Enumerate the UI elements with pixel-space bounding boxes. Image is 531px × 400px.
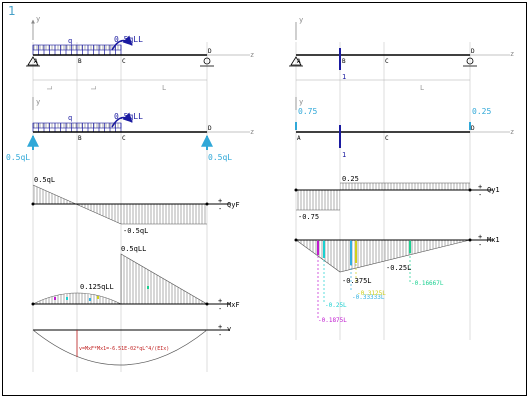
- svg-text:D: D: [471, 48, 475, 55]
- svg-text:z: z: [510, 50, 514, 58]
- dim-label-1: L: [46, 86, 54, 90]
- support-pin-a: [26, 56, 40, 67]
- svg-text:+: +: [218, 197, 222, 205]
- svg-text:0.5qLL: 0.5qLL: [114, 112, 143, 121]
- svg-text:C: C: [385, 135, 389, 142]
- svg-text:-: -: [218, 305, 222, 313]
- svg-text:Mx1: Mx1: [487, 236, 500, 244]
- left-moment-diagram: 0.125qLL 0.5qLL + - MxF: [31, 245, 240, 313]
- svg-text:-0.16667L: -0.16667L: [411, 280, 444, 287]
- point-b-label: B: [78, 58, 82, 65]
- reaction-left-value: 0.75: [298, 107, 317, 116]
- dim-label-2: L: [90, 86, 98, 90]
- mx1-min-label: -0.375L: [342, 277, 372, 285]
- shear-top-label: 0.5qL: [34, 176, 55, 184]
- deflection-formula: v=MxF*Mx1=-6.51E-02*qL^4/(EIx): [79, 346, 169, 352]
- svg-text:+: +: [218, 323, 222, 331]
- moment-right-value: 0.5qLL: [121, 245, 146, 253]
- point-c-label: C: [122, 58, 126, 65]
- svg-text:A: A: [297, 58, 301, 65]
- svg-text:L: L: [420, 84, 424, 92]
- svg-text:y: y: [299, 16, 303, 24]
- svg-text:q: q: [68, 114, 72, 122]
- svg-text:y: y: [299, 98, 303, 106]
- svg-text:A: A: [297, 135, 301, 142]
- left-column: y z q 0.5qLL A B C D L L L: [6, 15, 254, 372]
- svg-text:D: D: [208, 125, 212, 132]
- svg-text:-0.25L: -0.25L: [386, 264, 411, 272]
- svg-text:+: +: [218, 297, 222, 305]
- support-roller-d: [200, 57, 214, 67]
- svg-text:-0.3125L: -0.3125L: [357, 290, 386, 297]
- svg-text:-: -: [218, 331, 222, 339]
- svg-text:B: B: [342, 58, 346, 65]
- svg-text:Qy1: Qy1: [487, 186, 500, 194]
- qy1-bottom-label: -0.75: [298, 213, 319, 221]
- moment-name: MxF: [227, 301, 240, 309]
- reaction-a-label: 0.5qL: [6, 153, 30, 162]
- svg-text:D: D: [471, 125, 475, 132]
- svg-text:-: -: [478, 241, 482, 249]
- svg-text:-0.25L: -0.25L: [325, 302, 347, 309]
- unit-load-label: 1: [342, 73, 346, 81]
- svg-text:-0.1875L: -0.1875L: [318, 317, 347, 324]
- svg-text:+: +: [478, 233, 482, 241]
- moment-left-value: 0.125qLL: [80, 283, 114, 291]
- right-shear-diagram: 0.25 -0.75 + - Qy1: [294, 175, 500, 221]
- shear-bottom-label: -0.5qL: [123, 227, 148, 235]
- applied-moment-arrow: [111, 35, 133, 51]
- svg-text:B: B: [78, 135, 82, 142]
- y-axis-label: y: [36, 15, 40, 23]
- svg-text:-0.33333L: -0.33333L: [352, 294, 385, 301]
- shear-name: QyF: [227, 201, 240, 209]
- svg-text:z: z: [250, 128, 254, 136]
- left-beam-load: y z q 0.5qLL A B C D L L L: [26, 15, 254, 92]
- load-q-label: q: [68, 37, 72, 45]
- deflection-name: v: [227, 325, 231, 333]
- svg-text:y: y: [36, 98, 40, 106]
- svg-text:C: C: [385, 58, 389, 65]
- dim-label-3: L: [162, 84, 166, 92]
- svg-text:-: -: [218, 205, 222, 213]
- right-moment-diagram: -0.375L -0.25L -0.1875L -0.25L -0.33333L…: [294, 233, 500, 324]
- svg-text:1: 1: [342, 151, 346, 159]
- reaction-right-value: 0.25: [472, 107, 491, 116]
- right-beam-reactions: y z 1 0.75 0.25 A C D: [295, 97, 514, 159]
- right-column: y z 1 A B C D L y z: [289, 16, 514, 340]
- left-shear-diagram: 0.5qL -0.5qL + - QyF: [31, 176, 240, 235]
- svg-text:+: +: [478, 183, 482, 191]
- right-beam-load: y z 1 A B C D L: [289, 16, 514, 92]
- svg-text:-: -: [478, 191, 482, 199]
- figure-number: 1: [8, 4, 16, 18]
- svg-text:z: z: [510, 128, 514, 136]
- point-a-label: A: [34, 58, 38, 65]
- moment-label: 0.5qLL: [114, 35, 143, 44]
- left-deflection-diagram: v=MxF*Mx1=-6.51E-02*qL^4/(EIx) + - v: [32, 323, 231, 366]
- figure-frame: [2, 2, 527, 396]
- point-d-label: D: [208, 48, 212, 55]
- reaction-d-label: 0.5qL: [208, 153, 232, 162]
- qy1-top-label: 0.25: [342, 175, 359, 183]
- z-axis-label: z: [250, 51, 254, 59]
- left-beam-reactions: y z q 0.5qLL 0.5qL 0.5qL B C D: [6, 97, 254, 162]
- svg-text:C: C: [122, 135, 126, 142]
